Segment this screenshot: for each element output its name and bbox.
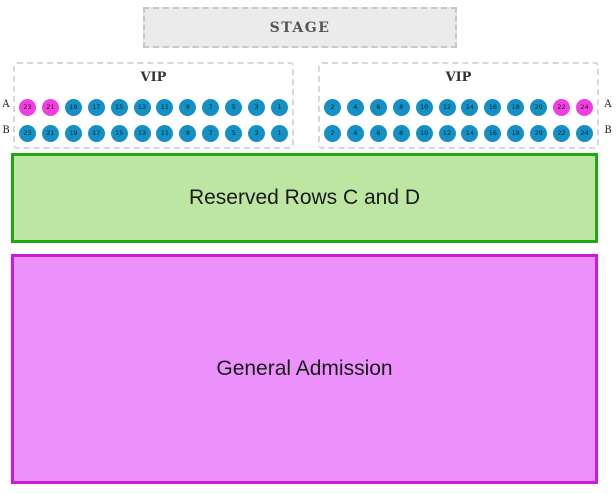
reserved-section-label: Reserved Rows C and D [188,186,421,209]
seat-left-b-5[interactable]: 5 [225,124,243,142]
seat-right-b-24[interactable]: 24 [575,124,593,142]
seat-right-a-20[interactable]: 20 [530,98,548,116]
seat-left-b-23[interactable]: 23 [19,124,36,142]
seat-left-a-15[interactable]: 15 [110,98,128,116]
seat-left-a-19[interactable]: 19 [64,98,82,116]
seat-left-b-19[interactable]: 19 [64,124,82,142]
seat-right-a-16[interactable]: 16 [484,98,502,116]
reserved-section[interactable]: Reserved Rows C and D [11,153,598,243]
seat-left-b-1[interactable]: 1 [270,124,288,142]
seat-left-a-7[interactable]: 7 [202,98,220,116]
seat-left-b-15[interactable]: 15 [110,124,128,142]
seat-left-a-13[interactable]: 13 [133,98,151,116]
seat-left-a-17[interactable]: 17 [87,98,105,116]
seat-left-b-3[interactable]: 3 [248,124,266,142]
seat-right-b-18[interactable]: 18 [507,124,525,142]
seat-left-b-21[interactable]: 21 [41,124,59,142]
seat-right-a-24[interactable]: 24 [575,98,593,116]
seat-right-b-14[interactable]: 14 [461,124,479,142]
seat-right-a-8[interactable]: 8 [392,98,410,116]
seat-left-b-7[interactable]: 7 [202,124,220,142]
vip-title-left: VIP [140,70,167,85]
seat-right-b-12[interactable]: 12 [438,124,456,142]
seat-left-a-23[interactable]: 23 [19,98,36,116]
seat-right-a-10[interactable]: 10 [415,98,433,116]
stage-label: STAGE [269,19,331,36]
seat-right-b-6[interactable]: 6 [369,124,387,142]
seat-right-b-2[interactable]: 2 [324,124,341,142]
seat-right-b-16[interactable]: 16 [484,124,502,142]
row-label-b-right: B [604,125,612,136]
seat-right-b-20[interactable]: 20 [530,124,548,142]
seat-right-a-4[interactable]: 4 [346,98,364,116]
seat-right-b-4[interactable]: 4 [346,124,364,142]
seat-left-b-11[interactable]: 11 [156,124,174,142]
seat-left-b-13[interactable]: 13 [133,124,151,142]
seat-left-a-21[interactable]: 21 [41,98,59,116]
vip-title-right: VIP [445,70,472,85]
seat-right-a-14[interactable]: 14 [461,98,479,116]
seat-right-a-22[interactable]: 22 [553,98,571,116]
seat-left-b-17[interactable]: 17 [87,124,105,142]
seat-right-a-2[interactable]: 2 [324,98,341,116]
seat-right-b-10[interactable]: 10 [415,124,433,142]
seat-left-a-1[interactable]: 1 [270,98,288,116]
seat-left-b-9[interactable]: 9 [179,124,197,142]
seat-right-b-8[interactable]: 8 [392,124,410,142]
row-label-a-left: A [2,99,10,110]
seat-right-a-12[interactable]: 12 [438,98,456,116]
seat-right-b-22[interactable]: 22 [553,124,571,142]
general-admission-label: General Admission [216,357,393,380]
seat-right-a-18[interactable]: 18 [507,98,525,116]
seat-right-a-6[interactable]: 6 [369,98,387,116]
seat-left-a-3[interactable]: 3 [248,98,266,116]
seat-left-a-9[interactable]: 9 [179,98,197,116]
row-label-b-left: B [2,125,10,136]
seat-left-a-11[interactable]: 11 [156,98,174,116]
seat-left-a-5[interactable]: 5 [225,98,243,116]
row-label-a-right: A [604,99,612,110]
general-admission-section[interactable]: General Admission [11,254,598,484]
stage: STAGE [143,7,457,48]
